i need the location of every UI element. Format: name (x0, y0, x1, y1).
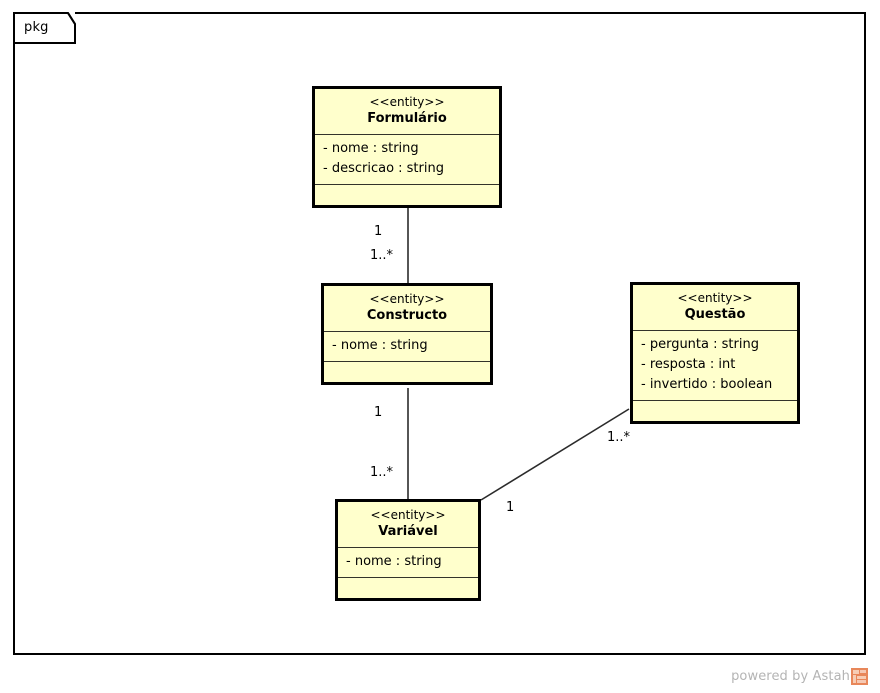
multiplicity-constructo-variavel-source: 1 (374, 405, 383, 420)
class-attributes-questao: - pergunta : string - resposta : int - i… (633, 331, 797, 401)
class-name-variavel: Variável (378, 524, 438, 539)
class-box-questao[interactable]: <<entity>> Questão - pergunta : string -… (630, 282, 800, 424)
class-stereotype-formulario: <<entity>> (369, 95, 445, 109)
class-operations-constructo (324, 362, 490, 382)
astah-watermark: powered by Astah (731, 668, 868, 685)
class-operations-questao (633, 401, 797, 421)
class-attributes-formulario: - nome : string - descricao : string (315, 135, 499, 185)
class-name-formulario: Formulário (367, 111, 447, 126)
multiplicity-formulario-constructo-source: 1 (374, 224, 383, 239)
class-box-constructo[interactable]: <<entity>> Constructo - nome : string (321, 283, 493, 385)
package-tab-shape (13, 12, 76, 44)
class-operations-variavel (338, 578, 478, 598)
attribute-row: - nome : string (332, 338, 428, 353)
class-stereotype-constructo: <<entity>> (369, 292, 445, 306)
attribute-row: - nome : string (323, 141, 419, 156)
class-header-formulario: <<entity>> Formulário (315, 89, 499, 135)
attribute-row: - nome : string (346, 554, 442, 569)
class-stereotype-questao: <<entity>> (677, 291, 753, 305)
astah-logo-icon (851, 668, 868, 685)
attribute-row: - descricao : string (323, 161, 444, 176)
class-name-questao: Questão (684, 307, 746, 322)
multiplicity-constructo-variavel-target: 1..* (370, 465, 394, 480)
package-tab (13, 12, 76, 44)
class-stereotype-variavel: <<entity>> (370, 508, 446, 522)
multiplicity-variavel-questao-source: 1 (506, 500, 515, 515)
class-header-variavel: <<entity>> Variável (338, 502, 478, 548)
attribute-row: - invertido : boolean (641, 377, 773, 392)
package-frame (13, 12, 866, 655)
package-label: pkg (24, 20, 49, 35)
class-name-constructo: Constructo (366, 308, 448, 323)
attribute-row: - resposta : int (641, 357, 736, 372)
class-header-constructo: <<entity>> Constructo (324, 286, 490, 332)
multiplicity-variavel-questao-target: 1..* (607, 430, 631, 445)
watermark-text: powered by Astah (731, 669, 850, 684)
class-attributes-constructo: - nome : string (324, 332, 490, 362)
class-attributes-variavel: - nome : string (338, 548, 478, 578)
class-box-variavel[interactable]: <<entity>> Variável - nome : string (335, 499, 481, 601)
multiplicity-formulario-constructo-target: 1..* (370, 248, 394, 263)
attribute-row: - pergunta : string (641, 337, 759, 352)
class-operations-formulario (315, 185, 499, 205)
class-header-questao: <<entity>> Questão (633, 285, 797, 331)
class-box-formulario[interactable]: <<entity>> Formulário - nome : string - … (312, 86, 502, 208)
